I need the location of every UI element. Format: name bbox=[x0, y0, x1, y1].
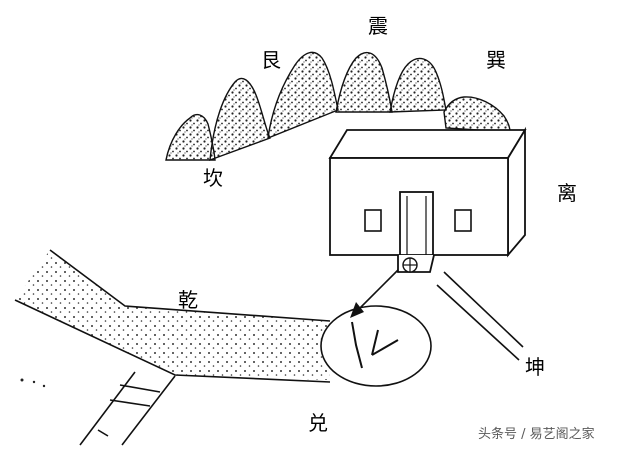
stray-marks bbox=[20, 378, 46, 388]
kun-road bbox=[436, 271, 524, 361]
house bbox=[328, 126, 527, 273]
mountain-range bbox=[165, 51, 511, 162]
pond-hand-short bbox=[351, 321, 363, 369]
label-gen: 艮 bbox=[261, 48, 281, 72]
house-window-left bbox=[364, 209, 382, 232]
mountain-peak bbox=[389, 57, 447, 113]
mountain-peak bbox=[335, 51, 393, 113]
river-lower-edge bbox=[14, 299, 331, 383]
mountain-peak bbox=[267, 51, 339, 140]
mountain-peak bbox=[443, 96, 511, 133]
label-qian: 乾 bbox=[178, 288, 198, 312]
mountain-peak bbox=[209, 77, 271, 162]
house-window-right bbox=[454, 209, 472, 232]
pond-hand-long bbox=[371, 329, 399, 356]
side-path bbox=[79, 371, 176, 446]
label-dui: 兑 bbox=[308, 411, 328, 435]
label-xun: 巽 bbox=[486, 48, 506, 72]
label-li: 离 bbox=[557, 181, 577, 205]
trigram-labels: 震 艮 巽 坎 离 乾 坤 兑 bbox=[178, 14, 577, 435]
pond bbox=[320, 305, 432, 387]
label-kan: 坎 bbox=[203, 166, 223, 190]
label-kun: 坤 bbox=[525, 355, 545, 379]
river-upper-edge bbox=[49, 249, 331, 322]
river-band bbox=[14, 249, 331, 383]
house-door bbox=[399, 191, 434, 256]
watermark: 头条号 / 易艺阁之家 bbox=[478, 426, 595, 442]
house-roof bbox=[328, 129, 527, 159]
pond-outline bbox=[320, 305, 432, 387]
river-fill bbox=[15, 250, 330, 380]
mountain-peak bbox=[165, 113, 216, 161]
label-zhen: 震 bbox=[368, 14, 388, 38]
arrow bbox=[350, 267, 401, 318]
arrowhead-icon bbox=[350, 302, 364, 318]
